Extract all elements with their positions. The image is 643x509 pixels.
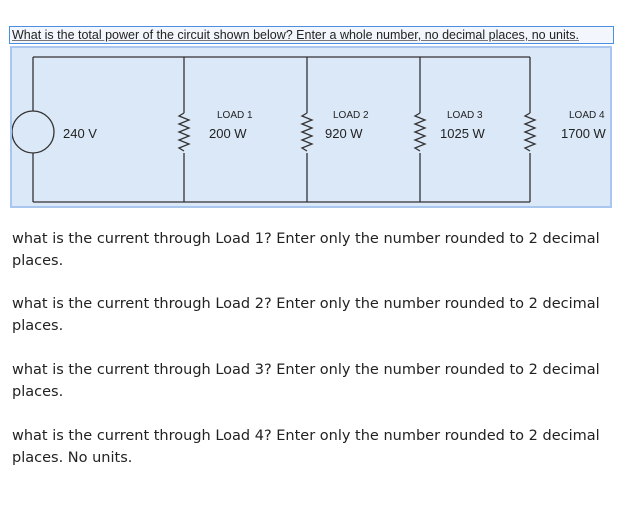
load1-power: 200 W	[209, 126, 247, 141]
load4-name: LOAD 4	[569, 110, 605, 121]
circuit-wiring	[12, 56, 537, 203]
question-load1-current: what is the current through Load 1? Ente…	[12, 231, 600, 269]
load3-name: LOAD 3	[447, 110, 483, 121]
resistor-icon	[523, 112, 537, 152]
resistor-icon	[413, 112, 427, 152]
load1-name: LOAD 1	[217, 110, 253, 121]
load3-power: 1025 W	[440, 126, 485, 141]
question-load2-current: what is the current through Load 2? Ente…	[12, 296, 600, 334]
voltage-source-icon	[12, 110, 55, 154]
question-load4-current: what is the current through Load 4? Ente…	[12, 428, 600, 466]
question-prompt: What is the total power of the circuit s…	[9, 26, 614, 44]
resistor-icon	[300, 112, 314, 152]
load2-name: LOAD 2	[333, 110, 369, 121]
load2-power: 920 W	[325, 126, 363, 141]
circuit-diagram: 240 V LOAD 1 200 W LOAD 2 920 W LOAD 3 1…	[10, 46, 612, 208]
source-voltage-label: 240 V	[63, 126, 97, 141]
question-load3-current: what is the current through Load 3? Ente…	[12, 362, 600, 400]
load4-power: 1700 W	[561, 126, 606, 141]
resistor-icon	[177, 112, 191, 152]
